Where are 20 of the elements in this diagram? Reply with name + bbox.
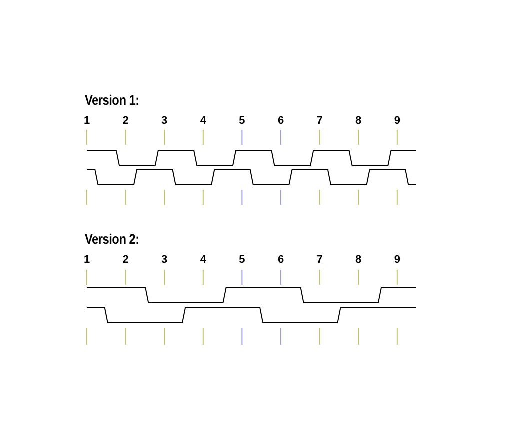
tick-number: 7 [316, 115, 324, 127]
tick-number: 4 [199, 254, 208, 266]
tick-number: 1 [82, 254, 92, 266]
tick-number: 4 [199, 115, 208, 127]
section-heading: Version 1: [85, 92, 140, 108]
tick-number: 3 [160, 254, 169, 266]
section-heading: Version 2: [85, 231, 140, 247]
tick-number: 7 [316, 254, 324, 266]
tick-number: 2 [122, 115, 130, 127]
tick-number: 3 [160, 115, 169, 127]
tick-number: 5 [238, 254, 246, 266]
tick-number: 8 [354, 115, 363, 127]
tick-number: 6 [276, 115, 286, 127]
tick-number: 5 [238, 115, 246, 127]
tick-number: 2 [122, 254, 130, 266]
tick-number: 9 [393, 115, 402, 127]
tick-number: 8 [354, 254, 363, 266]
tick-number: 9 [393, 254, 402, 266]
tick-number: 1 [82, 115, 92, 127]
tick-number: 6 [276, 254, 286, 266]
